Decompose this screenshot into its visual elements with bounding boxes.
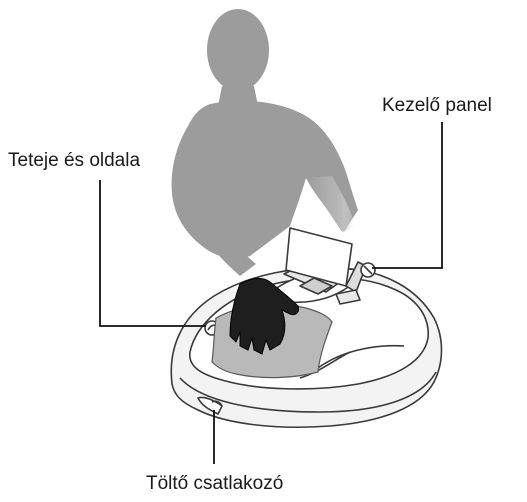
- control-panel-label: Kezelő panel: [382, 95, 492, 116]
- glove-icon: [229, 277, 299, 355]
- top-side-leader-line: [99, 180, 206, 327]
- charging-connector-label: Töltő csatlakozó: [146, 473, 284, 494]
- person-silhouette-icon: [171, 9, 358, 276]
- top-and-side-label: Teteje és oldala: [8, 150, 141, 171]
- control-panel-leader-line: [372, 122, 443, 269]
- leader-lines: [99, 122, 443, 464]
